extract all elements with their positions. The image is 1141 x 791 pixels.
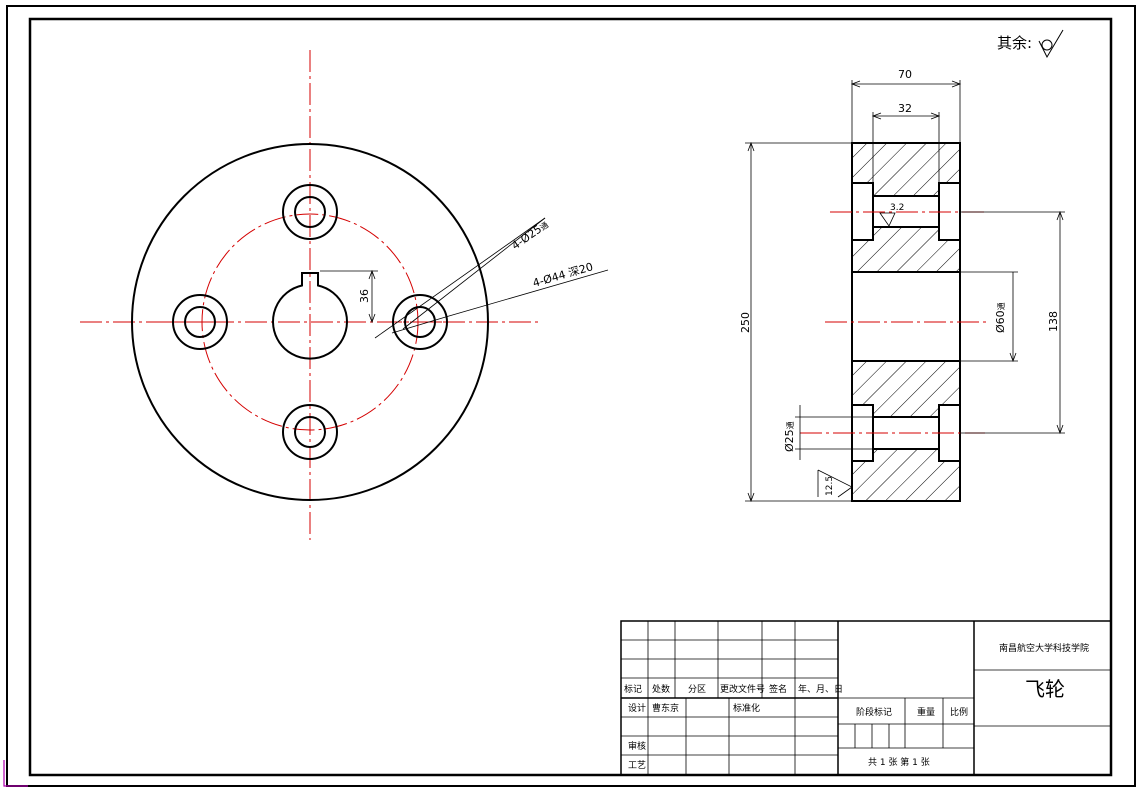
roughness-inner-symbol [879,212,896,227]
part-name: 飞轮 [1025,677,1065,701]
weight-label: 重量 [917,706,935,718]
scale-label: 比例 [950,706,968,718]
title-block-text: 标记 处数 分区 更改文件号 签名 年、月、日 设计 曹东京 标准化 审核 工艺… [624,642,1089,771]
flywheel-outer-circle [131,143,489,501]
sheets-label: 共 1 张 第 1 张 [868,756,930,768]
roughness-inner: 3.2 [890,203,904,213]
process-label: 工艺 [628,760,646,771]
title-block [620,620,1112,776]
stage-label: 阶段标记 [856,706,892,718]
header-signature: 签名 [769,683,787,695]
header-mark: 标记 [624,683,642,695]
school-name: 南昌航空大学科技学院 [999,642,1089,654]
dim-width-total: 70 [898,68,912,81]
header-date: 年、月、日 [798,683,843,695]
hole-callout-small: 4-Ø25通 [509,218,551,253]
outer-border [6,5,1136,787]
bolt-holes [172,184,448,460]
standardize-label: 标准化 [733,702,760,714]
surface-note: 其余: [997,34,1032,52]
dim-hole: Ø25通 [783,421,796,452]
review-label: 审核 [628,740,646,752]
header-count: 处数 [652,683,670,695]
roughness-outer-symbol [817,469,853,498]
dim-width-inner: 32 [898,102,912,115]
hole-callout-large: 4-Ø44 深20 [531,260,594,290]
dim-bore: Ø60通 [994,302,1007,333]
inner-border [28,17,1113,777]
designer-name: 曹东京 [652,702,679,714]
front-view: 36 4-Ø25通 4-Ø44 深20 [80,50,609,540]
header-change-doc: 更改文件号 [720,683,765,695]
roughness-outer: 12.5 [825,476,835,496]
keyed-bore [272,272,348,360]
dim-pitch: 138 [1047,311,1060,332]
keyway-dimension: 36 [358,289,371,303]
roughness-symbol [1038,29,1064,59]
dim-height-total: 250 [739,312,752,333]
corner-mark [3,760,28,787]
section-view: 70 32 250 138 Ø60通 Ø25通 3.2 12.5 [739,68,1065,503]
header-zone: 分区 [688,684,706,695]
design-label: 设计 [628,702,646,714]
